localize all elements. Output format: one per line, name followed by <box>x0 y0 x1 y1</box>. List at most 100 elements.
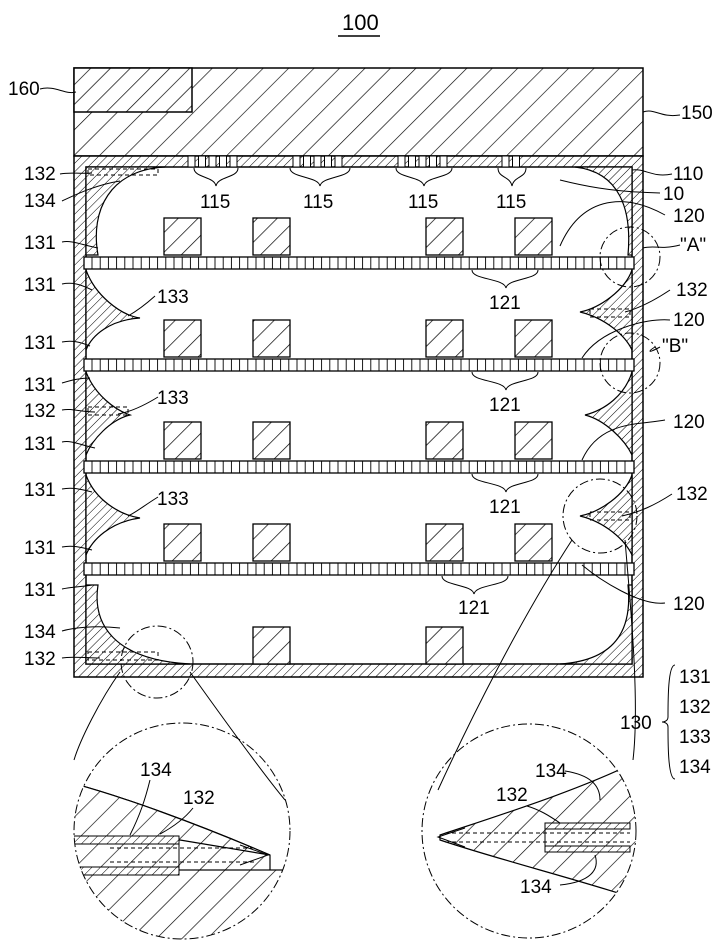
detail-view-right <box>421 723 637 939</box>
nozzle-hole <box>397 155 406 168</box>
nozzle-hole <box>324 155 332 168</box>
nozzle-hole <box>198 155 206 168</box>
label-131-8: 131 <box>24 580 56 601</box>
label-120-c: 120 <box>673 412 705 433</box>
leader-lines <box>39 87 681 659</box>
component-block <box>252 626 291 665</box>
label-121-2: 121 <box>489 395 521 416</box>
plate <box>83 562 635 576</box>
component-block <box>425 319 464 358</box>
enlargement-lines <box>73 539 636 801</box>
component-block <box>163 217 202 256</box>
detail-view-left <box>73 722 291 940</box>
nozzle-hole <box>501 155 510 168</box>
label-132-l2: 132 <box>24 401 56 422</box>
legend-130-item-4: 134 <box>679 757 711 778</box>
label-121-3: 121 <box>489 497 521 518</box>
legend-130-item-2: 132 <box>679 697 711 718</box>
housing-110 <box>73 155 644 678</box>
label-132-l1: 132 <box>24 164 56 185</box>
label-132-dl: 132 <box>183 788 215 809</box>
nozzle-hole <box>187 155 196 168</box>
label-131-5: 131 <box>24 434 56 455</box>
label-115-3: 115 <box>408 192 438 213</box>
label-A: "A" <box>680 235 706 256</box>
label-133-3: 133 <box>157 489 189 510</box>
legend-130-item-3: 133 <box>679 727 711 748</box>
labels: 160 150 110 10 120 "A" 132 120 "B" 120 1… <box>8 79 713 898</box>
label-132-r2: 132 <box>676 484 708 505</box>
component-block <box>514 217 553 256</box>
detail-leaders <box>129 770 601 886</box>
component-block <box>163 319 202 358</box>
component-block <box>425 421 464 460</box>
component-block <box>425 626 464 665</box>
plates-120 <box>83 256 635 576</box>
component-block <box>252 421 291 460</box>
braces <box>193 167 676 780</box>
detail-circles <box>120 226 661 699</box>
label-131-4: 131 <box>24 375 56 396</box>
nozzle-hole <box>418 155 427 168</box>
top-block-150 <box>73 67 644 157</box>
component-block <box>252 217 291 256</box>
nozzle-hole <box>334 155 343 168</box>
label-134-dl: 134 <box>140 760 172 781</box>
label-133-2: 133 <box>157 388 189 409</box>
component-block <box>514 421 553 460</box>
component-block <box>425 523 464 562</box>
legend-130-item-1: 131 <box>679 667 711 688</box>
nozzle-hole <box>208 155 217 168</box>
nozzle-hole <box>219 155 227 168</box>
plate <box>83 256 635 270</box>
plate <box>83 358 635 372</box>
label-115-1: 115 <box>200 192 230 213</box>
label-121-1: 121 <box>489 293 521 314</box>
label-131-1: 131 <box>24 233 56 254</box>
label-132-l3: 132 <box>24 649 56 670</box>
label-115-2: 115 <box>303 192 333 213</box>
component-block <box>514 523 553 562</box>
label-132-dr: 132 <box>496 785 528 806</box>
component-block <box>163 421 202 460</box>
nozzle-hole <box>512 155 520 168</box>
label-131-2: 131 <box>24 275 56 296</box>
label-120-b: 120 <box>673 310 705 331</box>
nozzle-hole <box>429 155 437 168</box>
label-134-l1: 134 <box>24 191 56 212</box>
nozzle-hole <box>229 155 238 168</box>
component-block <box>514 319 553 358</box>
label-131-7: 131 <box>24 538 56 559</box>
label-130: 130 <box>620 713 652 734</box>
component-block <box>252 523 291 562</box>
label-133-1: 133 <box>157 287 189 308</box>
label-120-d: 120 <box>673 594 705 615</box>
label-134-dr1: 134 <box>535 761 567 782</box>
label-10: 10 <box>663 184 684 205</box>
component-block <box>252 319 291 358</box>
nozzle-hole <box>408 155 416 168</box>
label-120-a: 120 <box>673 206 705 227</box>
label-131-6: 131 <box>24 480 56 501</box>
label-150: 150 <box>681 103 713 124</box>
label-110: 110 <box>673 164 703 185</box>
component-block <box>425 217 464 256</box>
label-131-3: 131 <box>24 333 56 354</box>
nozzle-hole <box>439 155 448 168</box>
nozzle-hole <box>303 155 311 168</box>
nozzle-hole <box>313 155 322 168</box>
label-B: "B" <box>662 336 688 357</box>
label-134-dr2: 134 <box>520 877 552 898</box>
label-121-4: 121 <box>458 598 490 619</box>
nozzle-hole <box>292 155 301 168</box>
plate <box>83 460 635 474</box>
label-160: 160 <box>8 79 40 100</box>
nozzle-holes-115 <box>187 155 520 168</box>
label-115-4: 115 <box>496 192 526 213</box>
component-blocks <box>163 217 553 665</box>
label-132-r1: 132 <box>676 280 708 301</box>
figure-number: 100 <box>342 10 379 35</box>
component-block <box>163 523 202 562</box>
label-134-l2: 134 <box>24 622 56 643</box>
